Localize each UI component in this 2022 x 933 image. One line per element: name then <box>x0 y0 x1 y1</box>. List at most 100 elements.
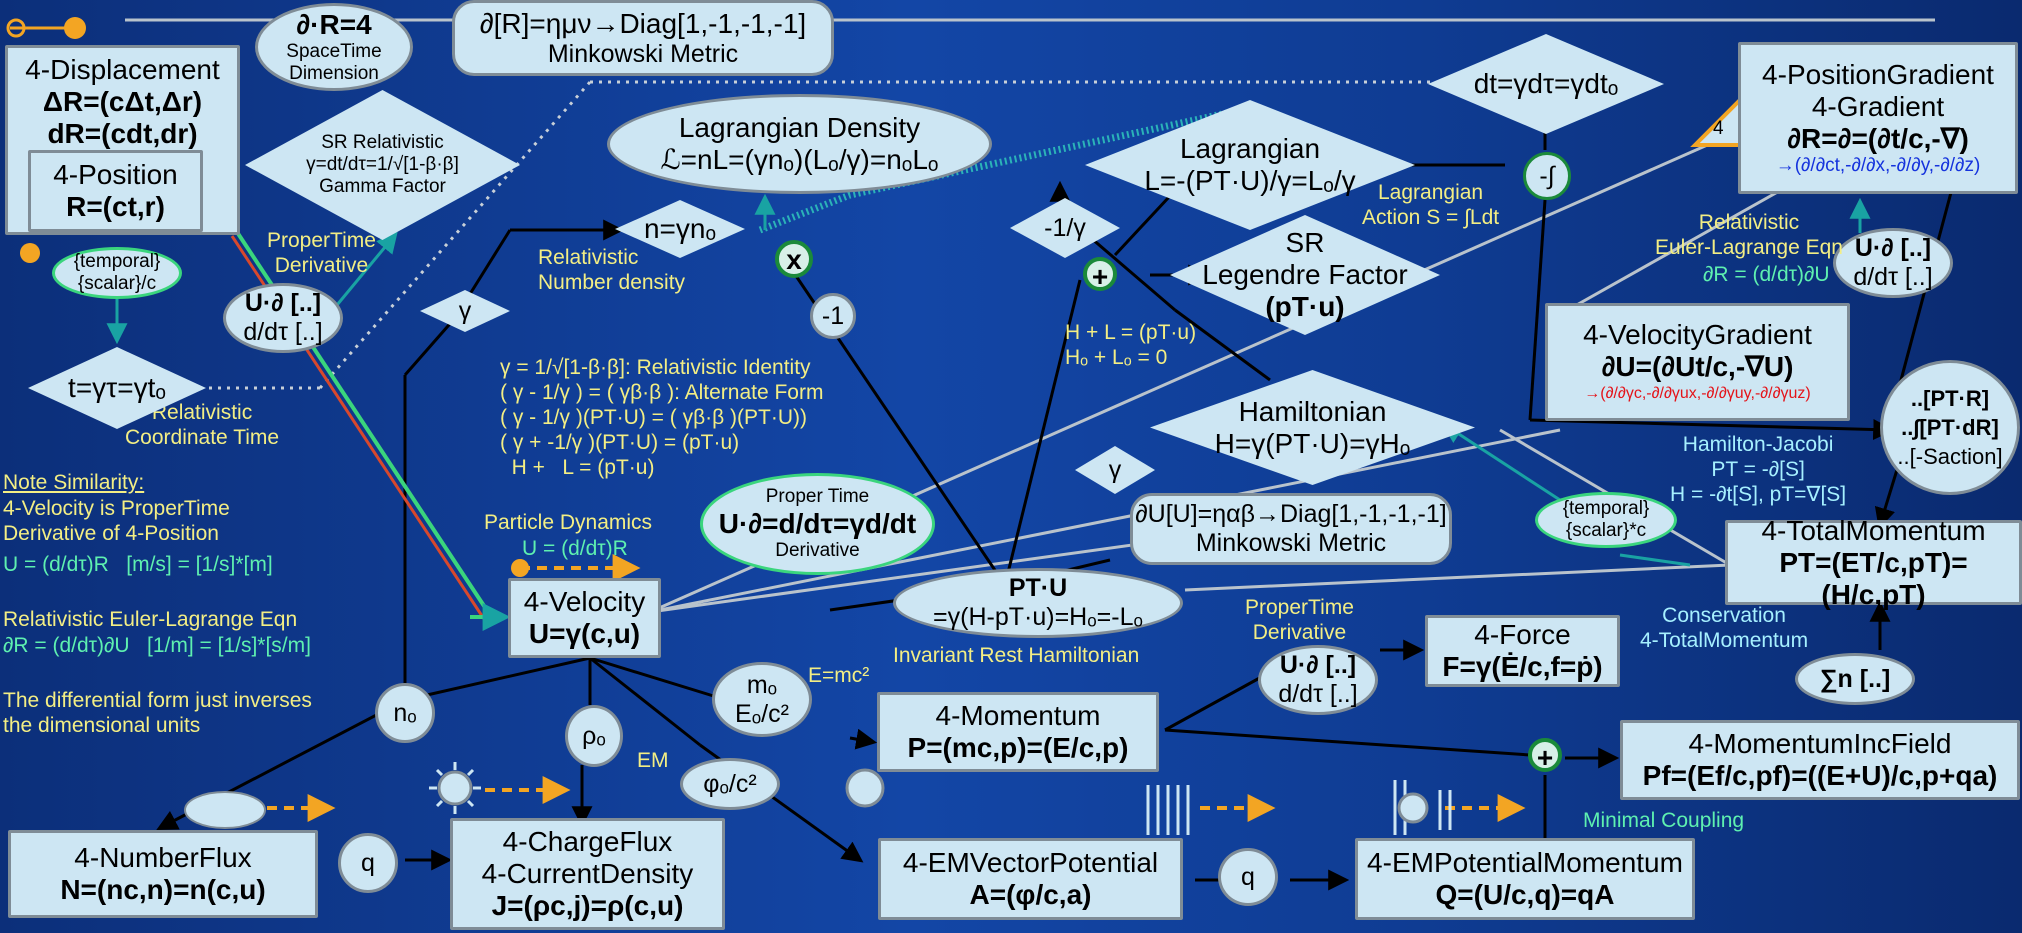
minimal-coupling-label: Minimal Coupling <box>1583 809 1745 832</box>
total-momentum-title: 4-TotalMomentum <box>1761 514 1986 546</box>
inv-gamma-node: -1/γ <box>1010 198 1120 258</box>
triangle-label: 4 <box>1713 118 1724 139</box>
pos-gradient-expansion: →(∂/∂ct,-∂/∂x,-∂/∂y,-∂/∂z) <box>1775 155 1981 176</box>
rel-euler-note-eq: ∂R = (d/dτ)∂U [1/m] = [1/s]*[s/m] <box>3 634 311 657</box>
proper-time-node: Proper Time U·∂=d/dτ=γd/dt Derivative <box>700 473 935 575</box>
lagr-density-title: Lagrangian Density <box>678 112 921 143</box>
displacement-eq2: dR=(cdt,dr) <box>47 118 198 149</box>
temporal2-l2: {scalar}*c <box>1565 520 1647 541</box>
minkowski-u-node: ∂U[U]=ηαβ→Diag[1,-1,-1,-1] Minkowski Met… <box>1130 493 1452 565</box>
momentum-title: 4-Momentum <box>935 700 1101 731</box>
spacetime-node: ∂·R=4 SpaceTime Dimension <box>255 3 413 91</box>
hamilton-jacobi-node: ..[PT·R] ..∫[PT·dR] ..[-Saction] <box>1880 360 2020 495</box>
em-momentum-title: 4-EMPotentialMomentum <box>1367 847 1683 878</box>
dt-eq: dt=γdτ=γdtₒ <box>1473 68 1619 99</box>
udel1-l1: U·∂ [..] <box>244 289 322 317</box>
udel1-l2: d/dτ [..] <box>243 318 323 346</box>
proper-time-l1: Proper Time <box>765 486 870 507</box>
ptu-node: PT·U =γ(H-pT·u)=Hₒ=-Lₒ <box>893 568 1183 638</box>
differential-form-note: The differential form just inverses the … <box>3 689 312 737</box>
lagrangian-title: Lagrangian <box>1179 133 1321 164</box>
hamilton-jacobi-label: Hamilton-Jacobi PT = -∂[S] H = -∂t[S], p… <box>1670 433 1847 506</box>
mom-inc-title: 4-MomentumIncField <box>1688 728 1952 759</box>
temporal-c-mul-node: {temporal} {scalar}*c <box>1535 492 1677 548</box>
spacetime-l3: Dimension <box>289 63 379 84</box>
proper-time-eq: U·∂=d/dτ=γd/dt <box>718 508 917 539</box>
rel-number-density-label: Relativistic Number density <box>538 246 686 294</box>
conservation-label: Conservation 4-TotalMomentum <box>1640 604 1809 652</box>
h-plus-l-label: H + L = (pT·u) Hₒ + Lₒ = 0 <box>1065 321 1197 369</box>
mom-inc-eq: Pf=(Ef/c,pf)=((E+U)/c,p+qa) <box>1642 760 1998 791</box>
velocity-gradient-node: 4-VelocityGradient ∂U=(∂Ut/c,-∇U) →(∂/∂γ… <box>1545 303 1850 421</box>
minkowski-u-eq: ∂U[U]=ηαβ→Diag[1,-1,-1,-1] <box>1135 500 1447 528</box>
vel-gradient-expansion: →(∂/∂γc,-∂/∂γux,-∂/∂γuy,-∂/∂γuz) <box>1584 385 1811 402</box>
phi-label: φₒ/c² <box>703 769 757 798</box>
charge-flux-title: 4-ChargeFlux <box>502 826 673 857</box>
wave-icon <box>1146 780 1452 835</box>
vel-gradient-title: 4-VelocityGradient <box>1583 319 1812 350</box>
momentum-inc-field-node: 4-MomentumIncField Pf=(Ef/c,pf)=((E+U)/c… <box>1620 720 2020 800</box>
charge-flux-node: 4-ChargeFlux 4-CurrentDensity J=(ρc,j)=ρ… <box>450 818 725 930</box>
udel-node-1: U·∂ [..] d/dτ [..] <box>223 283 343 353</box>
total-momentum-eq: PT=(ET/c,pT)=(H/c,pT) <box>1779 546 1968 610</box>
hamiltonian-node: Hamiltonian H=γ(PT·U)=γHₒ <box>1150 370 1475 485</box>
hj-l3: ..[-Saction] <box>1897 444 2003 469</box>
rel-euler-label: Relativistic Euler-Lagrange Eqn <box>1655 211 1843 259</box>
ptu-eq: =γ(H-pT·u)=Hₒ=-Lₒ <box>933 603 1143 631</box>
minkowski-top-eq: ∂[R]=ημν→Diag[1,-1,-1,-1] <box>479 7 807 39</box>
em-potential-node: 4-EMVectorPotential A=(φ/c,a) <box>878 838 1183 920</box>
minkowski-top-label: Minkowski Metric <box>547 39 739 68</box>
charge-flux-sub: 4-CurrentDensity <box>481 858 694 889</box>
invariant-hamiltonian-label: Invariant Rest Hamiltonian <box>893 644 1140 667</box>
velocity-title: 4-Velocity <box>523 586 646 617</box>
plus-operator-2: + <box>1528 738 1562 773</box>
force-title: 4-Force <box>1474 619 1571 650</box>
position-title: 4-Position <box>53 159 178 190</box>
particle-dynamics-eq: U = (d/dτ)R <box>522 537 628 560</box>
coord-time-eq: t=γτ=γtₒ <box>68 372 166 403</box>
momentum-node: 4-Momentum P=(mc,p)=(E/c,p) <box>877 692 1159 772</box>
emc2-label: E=mc² <box>808 664 870 687</box>
temporal1-l1: {temporal} <box>73 251 161 272</box>
total-momentum-node: 4-TotalMomentum PT=(ET/c,pT)=(H/c,pT) <box>1725 515 2022 610</box>
minkowski-u-label: Minkowski Metric <box>1195 529 1387 557</box>
gamma-factor-l3: Gamma Factor <box>319 176 446 197</box>
udel2-l1: U·∂ [..] <box>1854 234 1932 262</box>
proper-time-l3: Derivative <box>775 540 860 561</box>
sum-node: ∑n [..] <box>1795 653 1915 705</box>
force-node: 4-Force F=γ(Ė/c,f=ṗ) <box>1425 615 1620 687</box>
n0-label: nₒ <box>393 698 417 727</box>
cross-operator: x <box>775 240 813 278</box>
hamiltonian-eq: H=γ(PT·U)=γHₒ <box>1214 427 1411 459</box>
displacement-eq1: ΔR=(cΔt,Δr) <box>42 86 203 117</box>
em-momentum-eq: Q=(U/c,q)=qA <box>1435 879 1615 910</box>
gamma-node-2: γ <box>1075 446 1155 494</box>
gamma-node-1: γ <box>420 290 510 332</box>
propertime-derivative-label-2: ProperTime Derivative <box>1245 596 1354 644</box>
udel2-l2: d/dτ [..] <box>1853 263 1933 291</box>
minkowski-top-node: ∂[R]=ημν→Diag[1,-1,-1,-1] Minkowski Metr… <box>452 0 834 76</box>
relativistic-identity-block: γ = 1/√[1-β·β]: Relativistic Identity ( … <box>500 356 824 479</box>
pos-gradient-sub: 4-Gradient <box>1811 91 1945 122</box>
displacement-title: 4-Displacement <box>25 54 220 85</box>
lagr-density-eq: ℒ=nL=(γnₒ)(Lₒ/γ)=nₒLₒ <box>660 144 939 175</box>
gamma-factor-l1: SR Relativistic <box>321 132 444 153</box>
legendre-node: SR Legendre Factor (pT·u) <box>1170 215 1440 335</box>
udel3-l2: d/dτ [..] <box>1278 680 1358 708</box>
legendre-l1: SR <box>1285 227 1325 258</box>
rel-euler-eq: ∂R = (d/dτ)∂U <box>1703 263 1830 286</box>
note-equation: U = (d/dτ)R [m/s] = [1/s]*[m] <box>3 553 273 576</box>
number-flux-title: 4-NumberFlux <box>74 842 252 873</box>
q1-label: q <box>361 848 375 877</box>
pos-gradient-title: 4-PositionGradient <box>1762 59 1994 90</box>
rho0-node: ρₒ <box>565 705 623 767</box>
em-momentum-node: 4-EMPotentialMomentum Q=(U/c,q)=qA <box>1355 838 1695 920</box>
mass-l1: mₒ <box>746 670 778 699</box>
velocity-node: 4-Velocity U=γ(c,u) <box>508 578 661 658</box>
udel-node-3: U·∂ [..] d/dτ [..] <box>1258 645 1378 715</box>
ptu-title: PT·U <box>1008 574 1068 602</box>
momentum-eq: P=(mc,p)=(E/c,p) <box>907 732 1129 763</box>
particle-dynamics-label: Particle Dynamics <box>484 511 653 534</box>
plus-operator-1: + <box>1083 257 1117 292</box>
rel-euler-note: Relativistic Euler-Lagrange Eqn <box>3 608 298 631</box>
